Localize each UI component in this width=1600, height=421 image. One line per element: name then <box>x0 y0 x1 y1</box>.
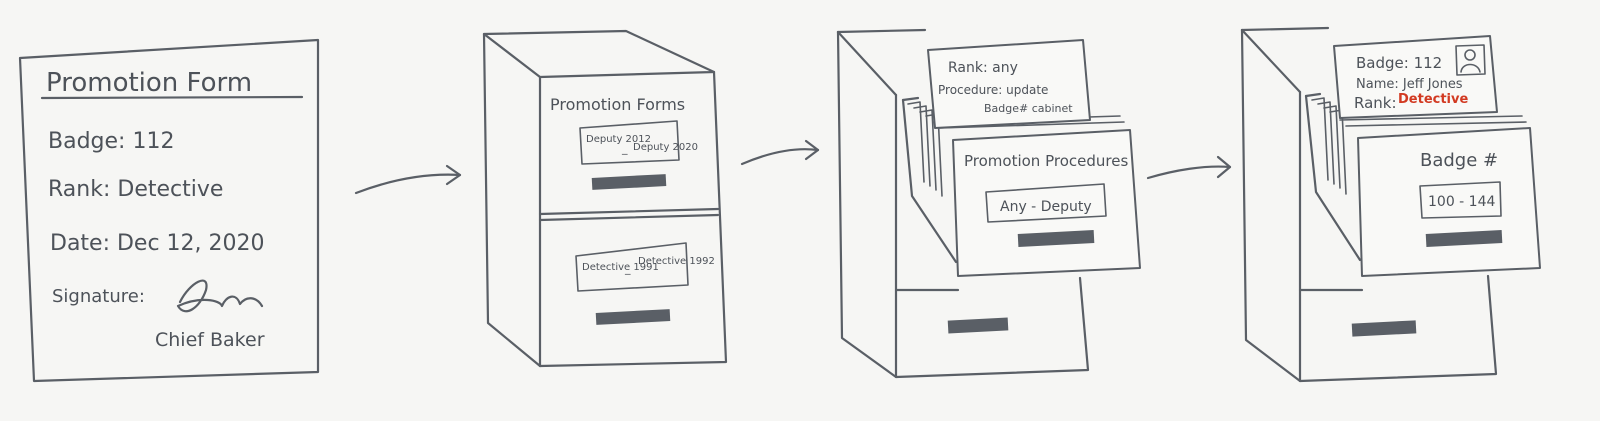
card-rank-value: Detective <box>1398 92 1468 107</box>
cabinet-3-drawer-handle[interactable] <box>1425 230 1503 247</box>
card-procedure: Procedure: update <box>938 83 1048 97</box>
cabinet-2-drawer-heading: Promotion Procedures <box>964 152 1128 170</box>
personnel-card: Badge: 112 Name: Jeff Jones Rank: Detect… <box>1333 35 1498 119</box>
cabinet-2-drawer-handle[interactable] <box>1017 230 1095 247</box>
cabinet-1: Promotion Forms Deputy 2012 _ Deputy 202… <box>482 29 728 368</box>
cabinet-3-drawer-label: 100 - 144 <box>1419 181 1502 219</box>
form-date: Date: Dec 12, 2020 <box>50 231 265 256</box>
card-rank-label: Rank: <box>1354 94 1397 112</box>
arrow-2 <box>740 139 820 166</box>
drawer-bottom-to: Detective 1992 <box>638 256 715 267</box>
drawer-top-sep: _ <box>621 142 628 155</box>
cabinet-3-lower-handle[interactable] <box>1351 320 1417 337</box>
form-badge: Badge: 112 <box>48 129 174 154</box>
drawer-bottom-sep: _ <box>624 262 631 275</box>
cabinet-2-drawer-label: Any - Deputy <box>985 183 1107 223</box>
cabinet-2-lower-handle[interactable] <box>947 317 1009 334</box>
promotion-form: Promotion Form Badge: 112 Rank: Detectiv… <box>18 38 320 383</box>
arrow-1 <box>354 164 462 195</box>
cabinet-2-drawer-label-text: Any - Deputy <box>1000 199 1092 215</box>
form-signer: Chief Baker <box>155 329 265 351</box>
card-target: Badge# cabinet <box>984 102 1073 115</box>
cabinet-3: Badge: 112 Name: Jeff Jones Rank: Detect… <box>1240 26 1541 383</box>
card-name: Name: Jeff Jones <box>1356 77 1463 92</box>
photo-icon <box>1455 44 1486 76</box>
cabinet-3-drawer-heading: Badge # <box>1420 150 1498 171</box>
procedure-card: Rank: any Procedure: update Badge# cabin… <box>927 39 1091 129</box>
cabinet-1-drawer-top-label: Deputy 2012 _ Deputy 2020 <box>579 120 698 165</box>
form-title: Promotion Form <box>46 68 252 98</box>
cabinet-1-drawer-bottom-handle[interactable] <box>595 309 671 325</box>
card-rank: Rank: any <box>948 60 1018 76</box>
card-badge: Badge: 112 <box>1356 54 1442 72</box>
arrow-3 <box>1146 155 1232 180</box>
signature-scribble <box>176 279 264 313</box>
drawer-top-to: Deputy 2020 <box>633 142 698 153</box>
drawer-bottom-from: Detective 1991 <box>582 262 659 273</box>
cabinet-1-drawer-bottom-label: Detective 1991 _ Detective 1992 <box>575 242 715 292</box>
cabinet-3-drawer-label-text: 100 - 144 <box>1428 194 1495 210</box>
form-rank: Rank: Detective <box>48 177 223 202</box>
cabinet-1-heading: Promotion Forms <box>550 95 685 114</box>
form-signature-label: Signature: <box>52 286 145 307</box>
cabinet-1-drawer-top-handle[interactable] <box>591 174 667 190</box>
cabinet-2: Rank: any Procedure: update Badge# cabin… <box>836 28 1141 379</box>
drawer-top-from: Deputy 2012 <box>586 134 651 145</box>
